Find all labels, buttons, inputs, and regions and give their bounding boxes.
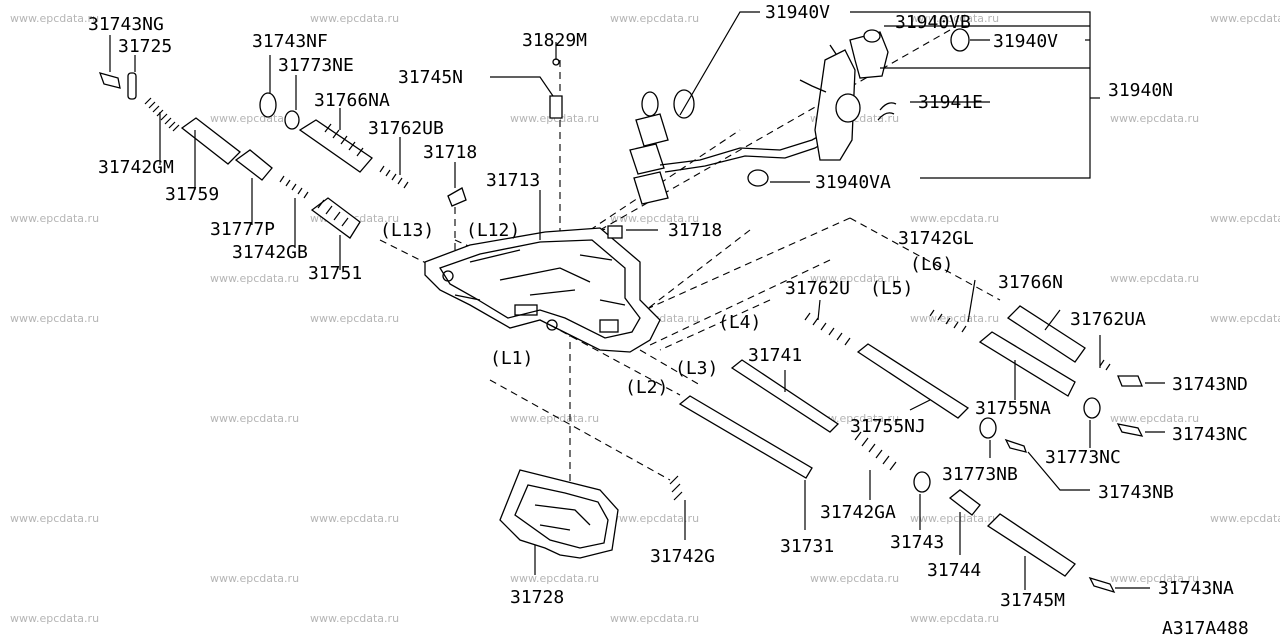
left-parts: [98, 58, 623, 239]
part-label: 31751: [308, 263, 362, 284]
watermark: www.epcdata.ru: [1210, 312, 1280, 325]
part-label: 31742GM: [98, 157, 174, 178]
watermark: www.epcdata.ru: [610, 512, 699, 525]
watermark: www.epcdata.ru: [310, 312, 399, 325]
watermark: www.epcdata.ru: [210, 412, 299, 425]
part-label: 31762UB: [368, 118, 444, 139]
part-label: 31940V: [765, 2, 830, 23]
watermark: www.epcdata.ru: [10, 612, 99, 625]
watermark: www.epcdata.ru: [610, 612, 699, 625]
part-label: 31766NA: [314, 90, 390, 111]
part-label: 31713: [486, 170, 540, 191]
line-ref-label: (L5): [870, 278, 913, 299]
watermark-layer: www.epcdata.ru www.epcdata.ru www.epcdat…: [10, 12, 1280, 625]
watermark: www.epcdata.ru: [1110, 572, 1199, 585]
part-label: 31742GA: [820, 502, 896, 523]
part-labels: 31743NG 31725 31743NF 31773NE 31766NA 31…: [88, 2, 1248, 611]
watermark: www.epcdata.ru: [210, 272, 299, 285]
watermark: www.epcdata.ru: [1210, 212, 1280, 225]
part-label: 31742G: [650, 546, 715, 567]
part-label: 31728: [510, 587, 564, 608]
part-label: 31762UA: [1070, 309, 1146, 330]
part-label: 31743NF: [252, 31, 328, 52]
part-label: 31940V: [993, 31, 1058, 52]
watermark: www.epcdata.ru: [10, 12, 99, 25]
watermark: www.epcdata.ru: [610, 12, 699, 25]
part-label: 31742GL: [898, 228, 974, 249]
watermark: www.epcdata.ru: [1210, 12, 1280, 25]
watermark: www.epcdata.ru: [310, 612, 399, 625]
watermark: www.epcdata.ru: [510, 412, 599, 425]
part-label: 31743NB: [1098, 482, 1174, 503]
watermark: www.epcdata.ru: [310, 512, 399, 525]
watermark: www.epcdata.ru: [310, 12, 399, 25]
part-label: 31755NA: [975, 398, 1051, 419]
right-valves: [669, 305, 1144, 594]
line-ref-label: (L6): [910, 254, 953, 275]
watermark: www.epcdata.ru: [510, 572, 599, 585]
diagram-code: A317A488: [1162, 618, 1249, 639]
solenoid-assembly: [629, 28, 970, 205]
watermark: www.epcdata.ru: [1110, 272, 1199, 285]
part-label: 31745N: [398, 67, 463, 88]
part-label: 31741: [748, 345, 802, 366]
watermark: www.epcdata.ru: [810, 572, 899, 585]
part-label: 31777P: [210, 219, 275, 240]
watermark: www.epcdata.ru: [10, 212, 99, 225]
leader-lines: [109, 11, 1165, 590]
part-label: 31743NC: [1172, 424, 1248, 445]
line-ref-label: (L12): [466, 220, 520, 241]
watermark: www.epcdata.ru: [910, 612, 999, 625]
part-label: 31718: [668, 220, 722, 241]
part-label: 31773NB: [942, 464, 1018, 485]
part-label: 31940VB: [895, 12, 971, 33]
part-label: 31829M: [522, 30, 587, 51]
line-ref-label: (L4): [718, 312, 761, 333]
part-label: 31743ND: [1172, 374, 1248, 395]
part-label: 31755NJ: [850, 416, 926, 437]
watermark: www.epcdata.ru: [810, 272, 899, 285]
part-label: 31744: [927, 560, 981, 581]
watermark: www.epcdata.ru: [10, 312, 99, 325]
part-label: 31762U: [785, 278, 850, 299]
part-label: 31743NA: [1158, 578, 1234, 599]
part-label: 31718: [423, 142, 477, 163]
watermark: www.epcdata.ru: [10, 512, 99, 525]
part-label: 31940VA: [815, 172, 891, 193]
part-label: 31773NC: [1045, 447, 1121, 468]
part-label: 31941E: [918, 92, 983, 113]
part-label: 31940N: [1108, 80, 1173, 101]
part-label: 31725: [118, 36, 172, 57]
watermark: www.epcdata.ru: [1210, 512, 1280, 525]
watermark: www.epcdata.ru: [1110, 112, 1199, 125]
line-ref-labels: (L1) (L2) (L3) (L4) (L5) (L6) (L12) (L13…: [380, 220, 953, 398]
line-ref-label: (L13): [380, 220, 434, 241]
part-label: 31742GB: [232, 242, 308, 263]
watermark: www.epcdata.ru: [1110, 412, 1199, 425]
part-label: 31773NE: [278, 55, 354, 76]
valve-body: [424, 227, 661, 353]
line-ref-label: (L1): [490, 348, 533, 369]
watermark: www.epcdata.ru: [910, 312, 999, 325]
part-label: 31745M: [1000, 590, 1065, 611]
part-label: 31731: [780, 536, 834, 557]
line-ref-label: (L3): [675, 358, 718, 379]
watermark: www.epcdata.ru: [910, 212, 999, 225]
part-label: 31766N: [998, 272, 1063, 293]
part-label: 31743NG: [88, 14, 164, 35]
line-ref-label: (L2): [625, 377, 668, 398]
part-label: 31759: [165, 184, 219, 205]
part-label: 31743: [890, 532, 944, 553]
watermark: www.epcdata.ru: [910, 12, 999, 25]
watermark: www.epcdata.ru: [210, 112, 299, 125]
watermark: www.epcdata.ru: [910, 512, 999, 525]
watermark: www.epcdata.ru: [610, 212, 699, 225]
watermark: www.epcdata.ru: [210, 572, 299, 585]
separator-plate: [499, 469, 619, 559]
